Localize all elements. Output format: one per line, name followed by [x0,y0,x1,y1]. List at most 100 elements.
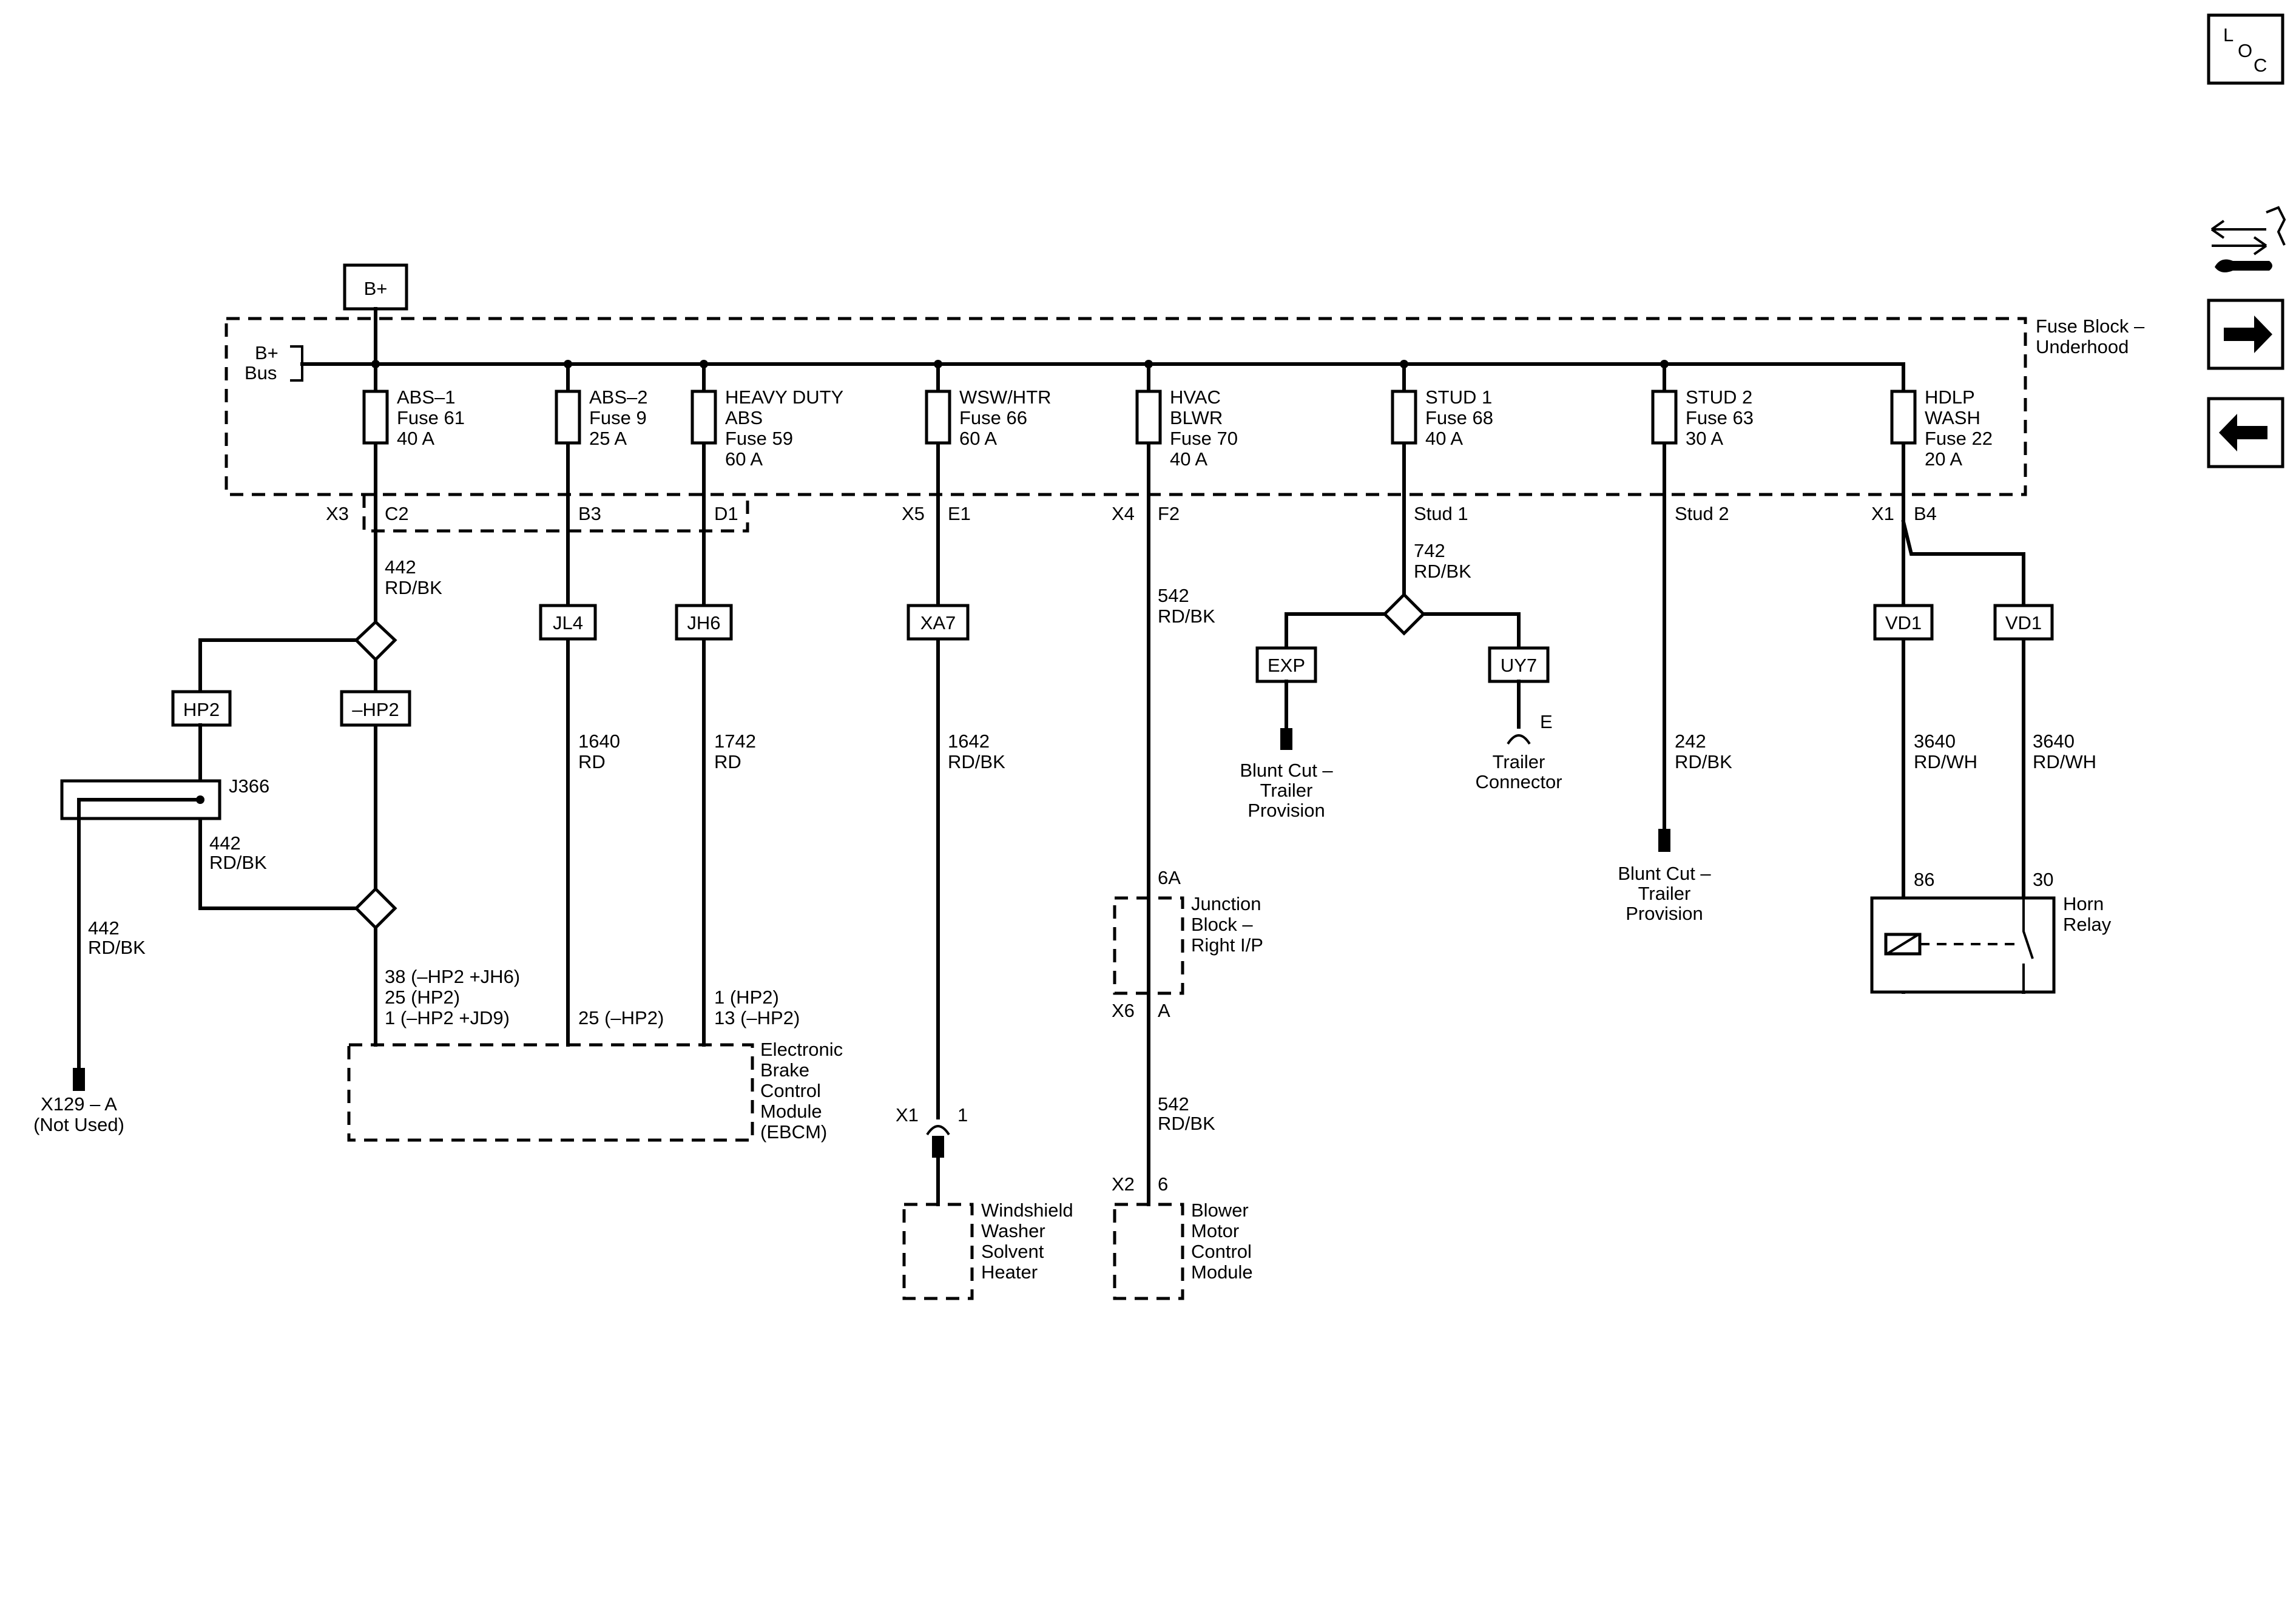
x1-label: X1 [1871,503,1894,524]
fuse-70-label-2: BLWR [1170,407,1223,428]
fuse-block-outline [225,317,2027,496]
connector-tool-icon[interactable] [2210,206,2286,272]
loc-letter-l: L [2223,24,2234,46]
pin-1-label: 1 [957,1104,968,1126]
wire-1640-color: RD [578,751,606,772]
ebcm-label-4: Module [760,1101,822,1122]
previous-page-button[interactable] [2207,397,2284,468]
x6-label: X6 [1112,1000,1135,1021]
fuse-68 [1391,390,1417,445]
option-split-top [354,619,397,662]
stud2-label: Stud 2 [1675,503,1729,524]
wire-3640-b-number: 3640 [2033,731,2075,752]
ebcm-label-5: (EBCM) [760,1121,827,1143]
junction-block-label-2: Block – [1191,914,1253,935]
option-merge-bottom [354,886,397,930]
wire-542-b-number: 542 [1158,1093,1189,1115]
fuse-66 [925,390,951,445]
option-uy7 [1488,646,1550,683]
bplus-label: B+ [364,278,388,299]
wire-442-color: RD/BK [385,577,442,598]
arrow-right-icon [2224,316,2272,353]
f2-label: F2 [1158,503,1180,524]
fuse-66-label: WSW/HTR [959,387,1052,408]
bplus-source: B+ [343,263,408,366]
fuse-63 [1651,390,1678,445]
next-page-button[interactable] [2207,299,2284,370]
wire-442-c-color: RD/BK [88,937,146,958]
wire-242-color: RD/BK [1675,751,1732,772]
fuse-22 [1890,390,1917,445]
bus-label: B+ [255,342,279,363]
blower-label-3: Control [1191,1241,1252,1262]
option-hp2-label: HP2 [183,699,220,720]
option-vd1-a [1873,604,1934,641]
connector-x1-symbol [926,1125,950,1136]
ebcm-outline [347,1043,754,1142]
washer-label: Windshield [981,1200,1073,1221]
blunt-cut-2-label-2: Trailer [1638,883,1691,904]
junction-block-outline [1113,896,1184,995]
pin-6-label: 6 [1158,1173,1168,1195]
ebcm-pin-25-hp2: 25 (HP2) [385,987,460,1008]
relay-switch-icon [2022,898,2034,992]
fuse-70-number: Fuse 70 [1170,428,1238,449]
wire-1640-number: 1640 [578,731,620,752]
option-jh6-label: JH6 [687,612,720,633]
fuse-68-number: Fuse 68 [1425,407,1493,428]
x1-washer-label: X1 [896,1104,919,1126]
wire-1642-color: RD/BK [948,751,1005,772]
fuse-70 [1135,390,1162,445]
fuse-63-rating: 30 A [1686,428,1723,449]
option-vd1-b [1993,604,2054,641]
splice-j366-label: J366 [229,775,269,797]
x129-label: X129 – A [41,1093,117,1115]
option-vd1-a-label: VD1 [1885,612,1922,633]
blower-label: Blower [1191,1200,1249,1221]
e1-label: E1 [948,503,971,524]
stud1-option-diamond [1382,592,1426,636]
fuse-61-number: Fuse 61 [397,407,465,428]
horn-relay-label-2: Relay [2063,914,2112,935]
wire-442-c-number: 442 [88,917,120,939]
washer-label-3: Solvent [981,1241,1044,1262]
ebcm-label: Electronic [760,1039,843,1060]
pin-86-label: 86 [1914,869,1934,890]
blower-label-4: Module [1191,1261,1253,1283]
option-jl4-label: JL4 [553,612,583,633]
option-vd1-b-label: VD1 [2005,612,2042,633]
fuse-59 [690,390,717,445]
fuse-66-number: Fuse 66 [959,407,1027,428]
fuse-9-rating: 25 A [589,428,627,449]
blunt-cut-1-label: Blunt Cut – [1240,760,1333,781]
d1-label: D1 [714,503,738,524]
option-uy7-label: UY7 [1501,655,1537,676]
fuse-59-number: Fuse 59 [725,428,793,449]
option-exp [1255,646,1317,683]
loc-letter-c: C [2254,55,2267,76]
pin-30-label: 30 [2033,869,2053,890]
fuse-68-label: STUD 1 [1425,387,1492,408]
blunt-cut-1-label-2: Trailer [1260,780,1313,801]
fuse-61-label: ABS–1 [397,387,456,408]
stud1-label: Stud 1 [1414,503,1468,524]
fuse-22-label-2: WASH [1925,407,1980,428]
blunt-cut-1-label-3: Provision [1248,800,1325,821]
wire-542-color: RD/BK [1158,606,1215,627]
fuse-9-label: ABS–2 [589,387,648,408]
blunt-cut-2-label-3: Provision [1626,903,1703,924]
fuse-61-rating: 40 A [397,428,434,449]
blower-module-outline [1113,1203,1184,1300]
x2-label: X2 [1112,1173,1135,1195]
pin-e-label: E [1540,711,1553,732]
wire-3640-a-number: 3640 [1914,731,1956,752]
junction-block-label-3: Right I/P [1191,934,1263,956]
option-not-hp2 [340,690,411,727]
pin-a-label: A [1158,1000,1170,1021]
loc-letter-o: O [2238,40,2252,61]
ebcm-pin-25: 25 (–HP2) [578,1007,664,1028]
x129-note: (Not Used) [33,1114,124,1135]
wire-442-b-color: RD/BK [209,852,267,873]
loc-button[interactable]: L O C [2207,13,2284,85]
